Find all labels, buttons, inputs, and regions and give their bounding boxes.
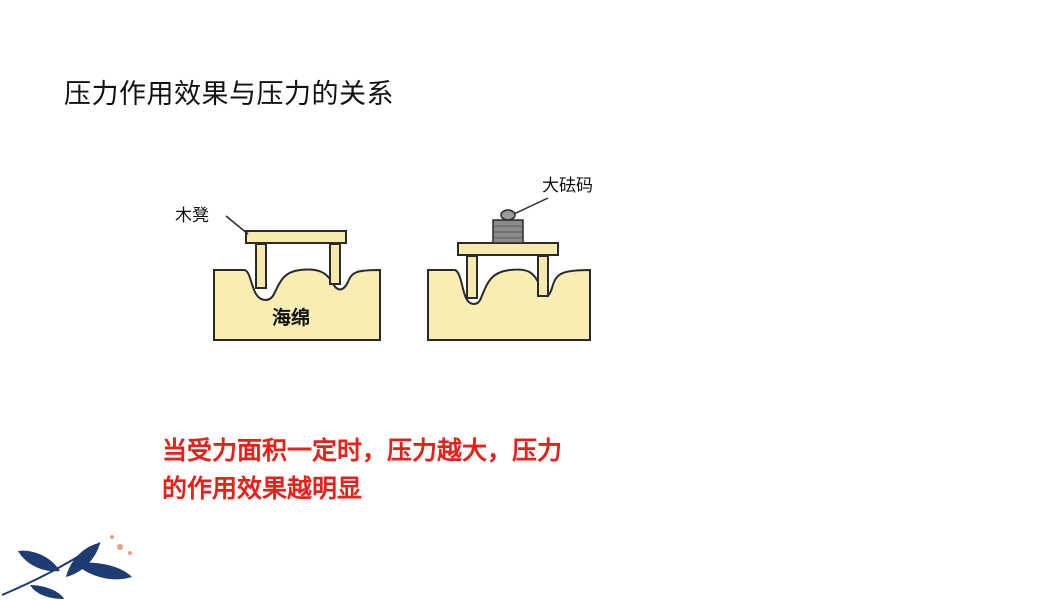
decor-dot-3 [110,535,114,539]
stool-left-top [245,230,347,244]
conclusion-text: 当受力面积一定时，压力越大，压力 的作用效果越明显 [162,432,682,508]
conclusion-line-2: 的作用效果越明显 [162,474,363,503]
conclusion-line-1: 当受力面积一定时，压力越大，压力 [162,436,563,465]
sponge-label: 海绵 [272,306,310,329]
stool-label: 木凳 [175,206,209,226]
stool-right-leg-1 [466,255,478,299]
pressure-experiment-figure: 木凳 海绵 大砝码 [175,176,593,341]
sponge-left [213,268,381,341]
slide-title: 压力作用效果与压力的关系 [64,79,394,110]
sponge-right [427,268,591,341]
stool-left-leg-2 [329,243,341,285]
stool-left-leg-1 [255,243,267,289]
leaf-2 [18,550,60,572]
leaf-1 [66,543,100,577]
stool-right-top [457,242,559,256]
stool-leader-line [225,215,249,235]
decor-dot-1 [117,544,123,550]
decor-dot-2 [128,551,132,555]
weight-leader-line [513,197,549,215]
weight-label: 大砝码 [542,176,593,196]
weight-knob [500,209,516,221]
leaf-decoration [1,535,132,599]
leaf-4 [30,585,64,599]
leaf-3 [74,562,132,580]
stool-right-leg-2 [537,255,549,297]
